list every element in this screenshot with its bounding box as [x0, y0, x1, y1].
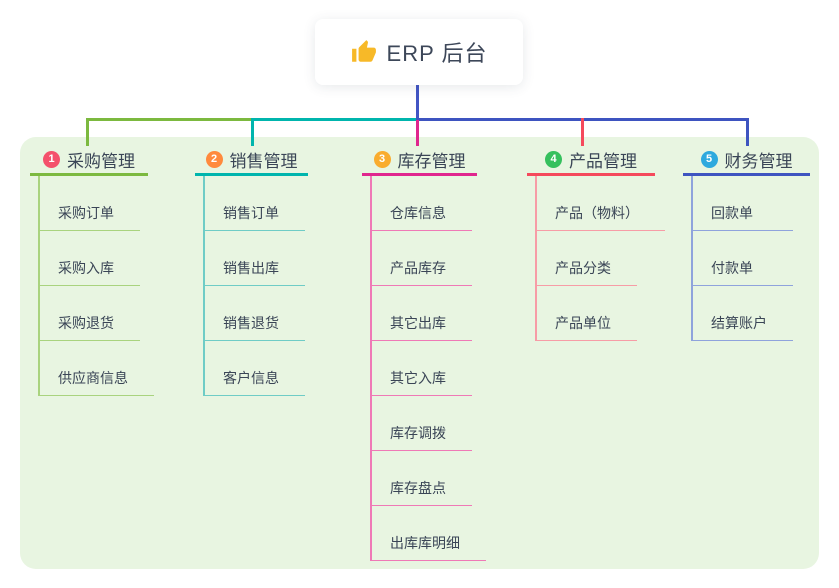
- branch-items: 采购订单 采购入库 采购退货 供应商信息: [38, 176, 154, 396]
- node-item[interactable]: 销售订单: [205, 176, 305, 231]
- branch-number-badge: 4: [545, 151, 562, 168]
- root-node[interactable]: ERP 后台: [315, 19, 523, 85]
- branch-header[interactable]: 2 销售管理: [195, 146, 308, 176]
- node-item[interactable]: 仓库信息: [372, 176, 472, 231]
- node-item[interactable]: 销售出库: [205, 231, 305, 286]
- branch-items: 仓库信息 产品库存 其它出库 其它入库 库存调拨 库存盘点 出库库明细: [370, 176, 486, 561]
- branch-label: 采购管理: [67, 152, 135, 171]
- branch-label: 产品管理: [569, 152, 637, 171]
- node-item[interactable]: 供应商信息: [40, 341, 154, 396]
- connector-bus-segment: [251, 118, 419, 121]
- branch-header[interactable]: 1 采购管理: [30, 146, 148, 176]
- branch-items: 销售订单 销售出库 销售退货 客户信息: [203, 176, 308, 396]
- branch-number-badge: 3: [373, 151, 391, 168]
- node-item[interactable]: 库存调拨: [372, 396, 472, 451]
- connector-branch-drop: [251, 118, 254, 146]
- connector-branch-drop: [86, 118, 89, 146]
- node-item[interactable]: 库存盘点: [372, 451, 472, 506]
- thumbs-up-icon: [351, 39, 377, 65]
- branch-inventory: 3 库存管理 仓库信息 产品库存 其它出库 其它入库 库存调拨 库存盘点 出库库…: [362, 146, 486, 561]
- node-item[interactable]: 销售退货: [205, 286, 305, 341]
- node-item[interactable]: 产品分类: [537, 231, 637, 286]
- node-item[interactable]: 出库库明细: [372, 506, 486, 561]
- branch-items: 回款单 付款单 结算账户: [691, 176, 810, 341]
- connector-branch-drop: [416, 120, 419, 146]
- node-item[interactable]: 付款单: [693, 231, 793, 286]
- branch-finance: 5 财务管理 回款单 付款单 结算账户: [683, 146, 810, 341]
- node-item[interactable]: 产品库存: [372, 231, 472, 286]
- branches-panel: [20, 137, 819, 569]
- branch-header[interactable]: 5 财务管理: [683, 146, 810, 176]
- branch-label: 销售管理: [229, 152, 298, 171]
- connector-bus-segment: [86, 118, 253, 121]
- node-item[interactable]: 回款单: [693, 176, 793, 231]
- branch-header[interactable]: 3 库存管理: [362, 146, 477, 176]
- root-node-label: ERP 后台: [386, 41, 488, 66]
- connector-root-drop: [416, 84, 419, 120]
- node-item[interactable]: 采购入库: [40, 231, 140, 286]
- branch-label: 库存管理: [397, 152, 466, 171]
- branch-items: 产品（物料） 产品分类 产品单位: [535, 176, 665, 341]
- branch-label: 财务管理: [724, 152, 793, 171]
- node-item[interactable]: 其它入库: [372, 341, 472, 396]
- node-item[interactable]: 产品单位: [537, 286, 637, 341]
- node-item[interactable]: 产品（物料）: [537, 176, 665, 231]
- branch-number-badge: 2: [205, 151, 223, 168]
- branch-header[interactable]: 4 产品管理: [527, 146, 655, 176]
- node-item[interactable]: 其它出库: [372, 286, 472, 341]
- connector-branch-drop: [581, 118, 584, 146]
- branch-product: 4 产品管理 产品（物料） 产品分类 产品单位: [527, 146, 665, 341]
- node-item[interactable]: 客户信息: [205, 341, 305, 396]
- node-item[interactable]: 结算账户: [693, 286, 793, 341]
- node-item[interactable]: 采购订单: [40, 176, 140, 231]
- node-item[interactable]: 采购退货: [40, 286, 140, 341]
- branch-purchase: 1 采购管理 采购订单 采购入库 采购退货 供应商信息: [30, 146, 154, 396]
- branch-number-badge: 5: [700, 151, 718, 168]
- branch-number-badge: 1: [43, 151, 60, 168]
- connector-branch-drop: [746, 118, 749, 146]
- branch-sales: 2 销售管理 销售订单 销售出库 销售退货 客户信息: [195, 146, 308, 396]
